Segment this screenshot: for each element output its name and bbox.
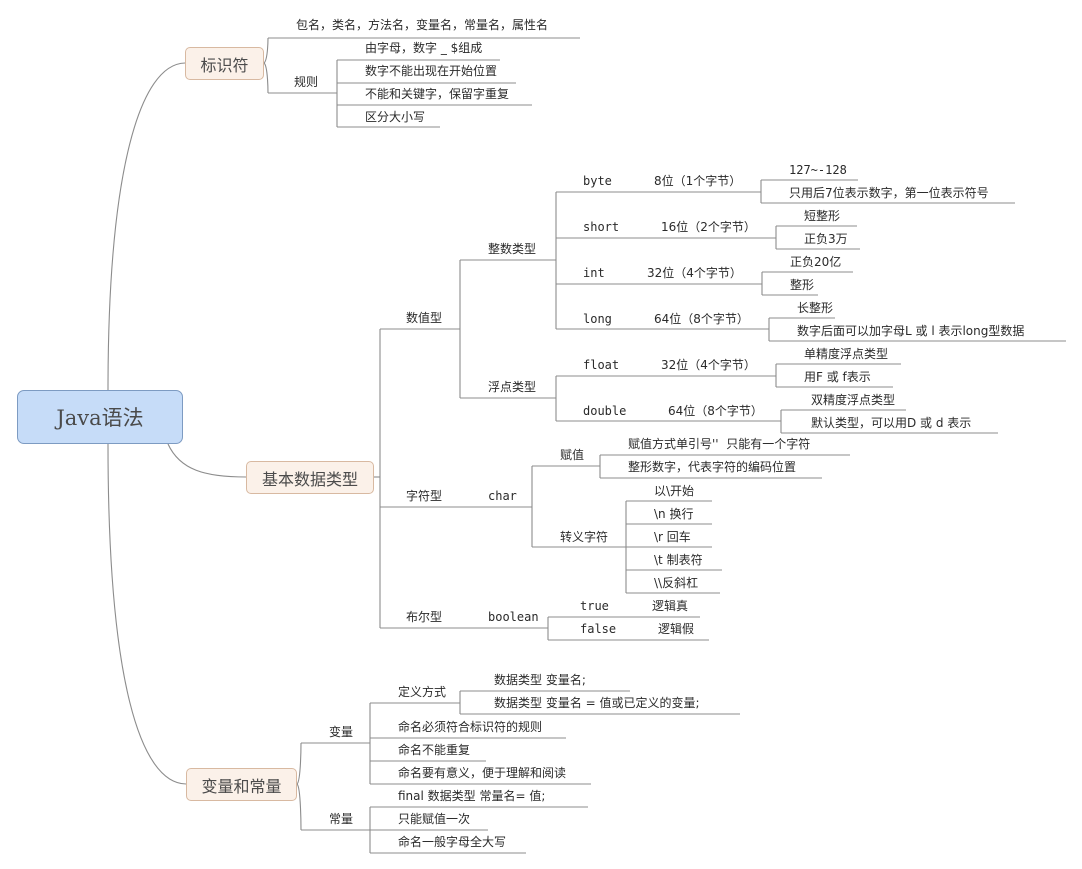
- false-desc: 逻辑假: [658, 622, 695, 636]
- int-node[interactable]: int: [583, 266, 605, 280]
- float-note[interactable]: 用F 或 f表示: [804, 370, 871, 384]
- long-node[interactable]: long: [583, 312, 612, 326]
- constant-rule[interactable]: final 数据类型 常量名= 值;: [398, 789, 546, 803]
- numeric-type-node[interactable]: 数值型: [406, 311, 443, 325]
- short-note[interactable]: 短整形: [804, 209, 841, 223]
- double-note[interactable]: 双精度浮点类型: [811, 393, 896, 407]
- byte-note[interactable]: 127~-128: [789, 163, 847, 177]
- byte-node[interactable]: byte: [583, 174, 612, 188]
- rule-item[interactable]: 区分大小写: [365, 110, 426, 124]
- escape-item[interactable]: \t 制表符: [654, 553, 703, 567]
- variable-rule[interactable]: 命名不能重复: [398, 743, 471, 757]
- assign-node[interactable]: 赋值: [560, 448, 585, 462]
- true-node[interactable]: true: [580, 599, 609, 613]
- constant-rule[interactable]: 命名一般字母全大写: [398, 835, 507, 849]
- integer-type-node[interactable]: 整数类型: [488, 242, 537, 256]
- float-note[interactable]: 单精度浮点类型: [804, 347, 889, 361]
- identifier-kinds[interactable]: 包名，类名，方法名，变量名，常量名，属性名: [296, 18, 549, 32]
- long-size: 64位（8个字节）: [654, 312, 749, 326]
- rule-item[interactable]: 不能和关键字，保留字重复: [365, 87, 510, 101]
- assign-item[interactable]: 赋值方式单引号'' 只能有一个字符: [628, 437, 811, 451]
- rules-node[interactable]: 规则: [294, 75, 319, 89]
- variable-rule[interactable]: 命名必须符合标识符的规则: [398, 720, 543, 734]
- identifier-node[interactable]: 标识符: [185, 47, 264, 80]
- primitive-types-node[interactable]: 基本数据类型: [246, 461, 374, 494]
- escape-item[interactable]: 以\开始: [654, 484, 695, 498]
- escape-item[interactable]: \r 回车: [654, 530, 691, 544]
- long-note[interactable]: 长整形: [797, 301, 834, 315]
- define-item[interactable]: 数据类型 变量名 = 值或已定义的变量;: [494, 696, 700, 710]
- root-node[interactable]: Java语法: [17, 390, 183, 444]
- char-node[interactable]: char: [488, 489, 517, 503]
- long-note[interactable]: 数字后面可以加字母L 或 l 表示long型数据: [797, 324, 1025, 338]
- float-node[interactable]: float: [583, 358, 620, 372]
- boolean-node[interactable]: boolean: [488, 610, 539, 624]
- rule-item[interactable]: 数字不能出现在开始位置: [365, 64, 498, 78]
- variables-constants-node[interactable]: 变量和常量: [186, 768, 297, 801]
- constant-rule[interactable]: 只能赋值一次: [398, 812, 471, 826]
- short-note[interactable]: 正负3万: [804, 232, 848, 246]
- short-size: 16位（2个字节）: [661, 220, 756, 234]
- rule-item[interactable]: 由字母，数字 _ $组成: [365, 41, 483, 55]
- variable-node[interactable]: 变量: [329, 725, 354, 739]
- boolean-type-node[interactable]: 布尔型: [406, 610, 443, 624]
- short-node[interactable]: short: [583, 220, 620, 234]
- int-note[interactable]: 正负20亿: [790, 255, 842, 269]
- true-desc: 逻辑真: [652, 599, 689, 613]
- int-size: 32位（4个字节）: [647, 266, 742, 280]
- double-note[interactable]: 默认类型，可以用D 或 d 表示: [811, 416, 972, 430]
- escape-node[interactable]: 转义字符: [560, 530, 609, 544]
- character-type-node[interactable]: 字符型: [406, 489, 443, 503]
- float-type-node[interactable]: 浮点类型: [488, 380, 537, 394]
- byte-note[interactable]: 只用后7位表示数字，第一位表示符号: [789, 186, 989, 200]
- constant-node[interactable]: 常量: [329, 812, 354, 826]
- false-node[interactable]: false: [580, 622, 617, 636]
- define-item[interactable]: 数据类型 变量名;: [494, 673, 586, 687]
- define-node[interactable]: 定义方式: [398, 685, 447, 699]
- assign-item[interactable]: 整形数字，代表字符的编码位置: [628, 460, 797, 474]
- float-size: 32位（4个字节）: [661, 358, 756, 372]
- byte-size: 8位（1个字节）: [654, 174, 742, 188]
- double-node[interactable]: double: [583, 404, 627, 418]
- variable-rule[interactable]: 命名要有意义，便于理解和阅读: [398, 766, 567, 780]
- int-note[interactable]: 整形: [790, 278, 815, 292]
- escape-item[interactable]: \n 换行: [654, 507, 694, 521]
- double-size: 64位（8个字节）: [668, 404, 763, 418]
- escape-item[interactable]: \\反斜杠: [654, 576, 699, 590]
